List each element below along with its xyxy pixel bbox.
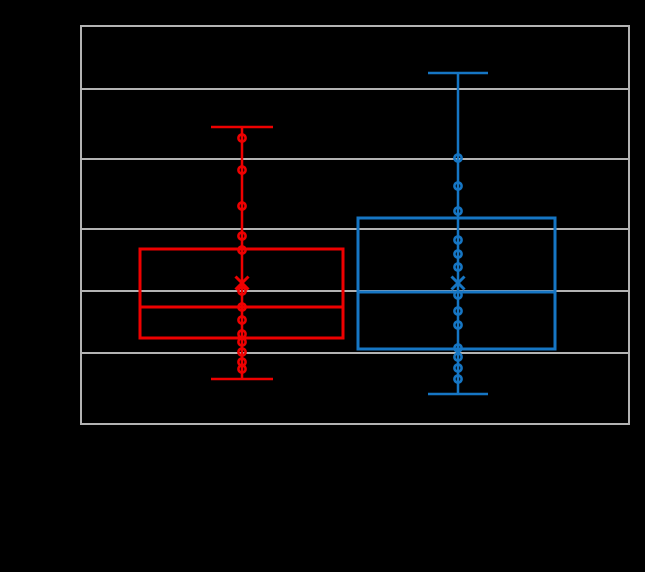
mean-marker bbox=[450, 275, 466, 291]
data-point bbox=[453, 352, 463, 362]
data-point bbox=[453, 306, 463, 316]
data-point bbox=[453, 262, 463, 272]
data-point bbox=[453, 343, 463, 353]
data-point bbox=[237, 133, 247, 143]
data-point bbox=[453, 290, 463, 300]
data-point bbox=[453, 320, 463, 330]
data-point bbox=[453, 374, 463, 384]
gridline bbox=[80, 290, 630, 292]
data-point bbox=[453, 153, 463, 163]
y-tick-label: 2 bbox=[65, 308, 72, 322]
data-point bbox=[237, 315, 247, 325]
plot-area bbox=[80, 25, 630, 425]
data-point bbox=[453, 181, 463, 191]
data-point bbox=[453, 363, 463, 373]
data-point bbox=[237, 347, 247, 357]
data-point bbox=[237, 302, 247, 312]
y-axis-tick-labels: 0 1 2 3 4 5 6 bbox=[0, 25, 72, 456]
gridline bbox=[80, 423, 630, 425]
data-point bbox=[453, 235, 463, 245]
box-iqr bbox=[356, 216, 557, 351]
gridline bbox=[80, 352, 630, 354]
data-point bbox=[453, 249, 463, 259]
y-tick-label: 1 bbox=[65, 370, 72, 384]
boxplot-graphics bbox=[138, 71, 557, 396]
gridline bbox=[80, 158, 630, 160]
gridline bbox=[80, 25, 630, 27]
x-tick-label-group-b: Group B bbox=[435, 435, 481, 449]
y-tick-label: 6 bbox=[65, 43, 72, 57]
boxplot-group-a bbox=[138, 125, 345, 381]
data-point bbox=[237, 231, 247, 241]
boxplot-group-b bbox=[356, 71, 557, 396]
data-point bbox=[237, 364, 247, 374]
y-tick-label: 5 bbox=[65, 106, 72, 120]
data-point bbox=[453, 206, 463, 216]
x-tick-label-group-a: Group A bbox=[219, 435, 265, 449]
gridline bbox=[80, 228, 630, 230]
y-tick-label: 4 bbox=[65, 176, 72, 190]
y-tick-label: 3 bbox=[65, 246, 72, 260]
data-point bbox=[237, 337, 247, 347]
mean-marker bbox=[234, 275, 250, 291]
gridline bbox=[80, 88, 630, 90]
data-point bbox=[237, 286, 247, 296]
data-point bbox=[237, 165, 247, 175]
data-point bbox=[237, 201, 247, 211]
data-point bbox=[237, 245, 247, 255]
y-tick-label: 0 bbox=[65, 442, 72, 456]
